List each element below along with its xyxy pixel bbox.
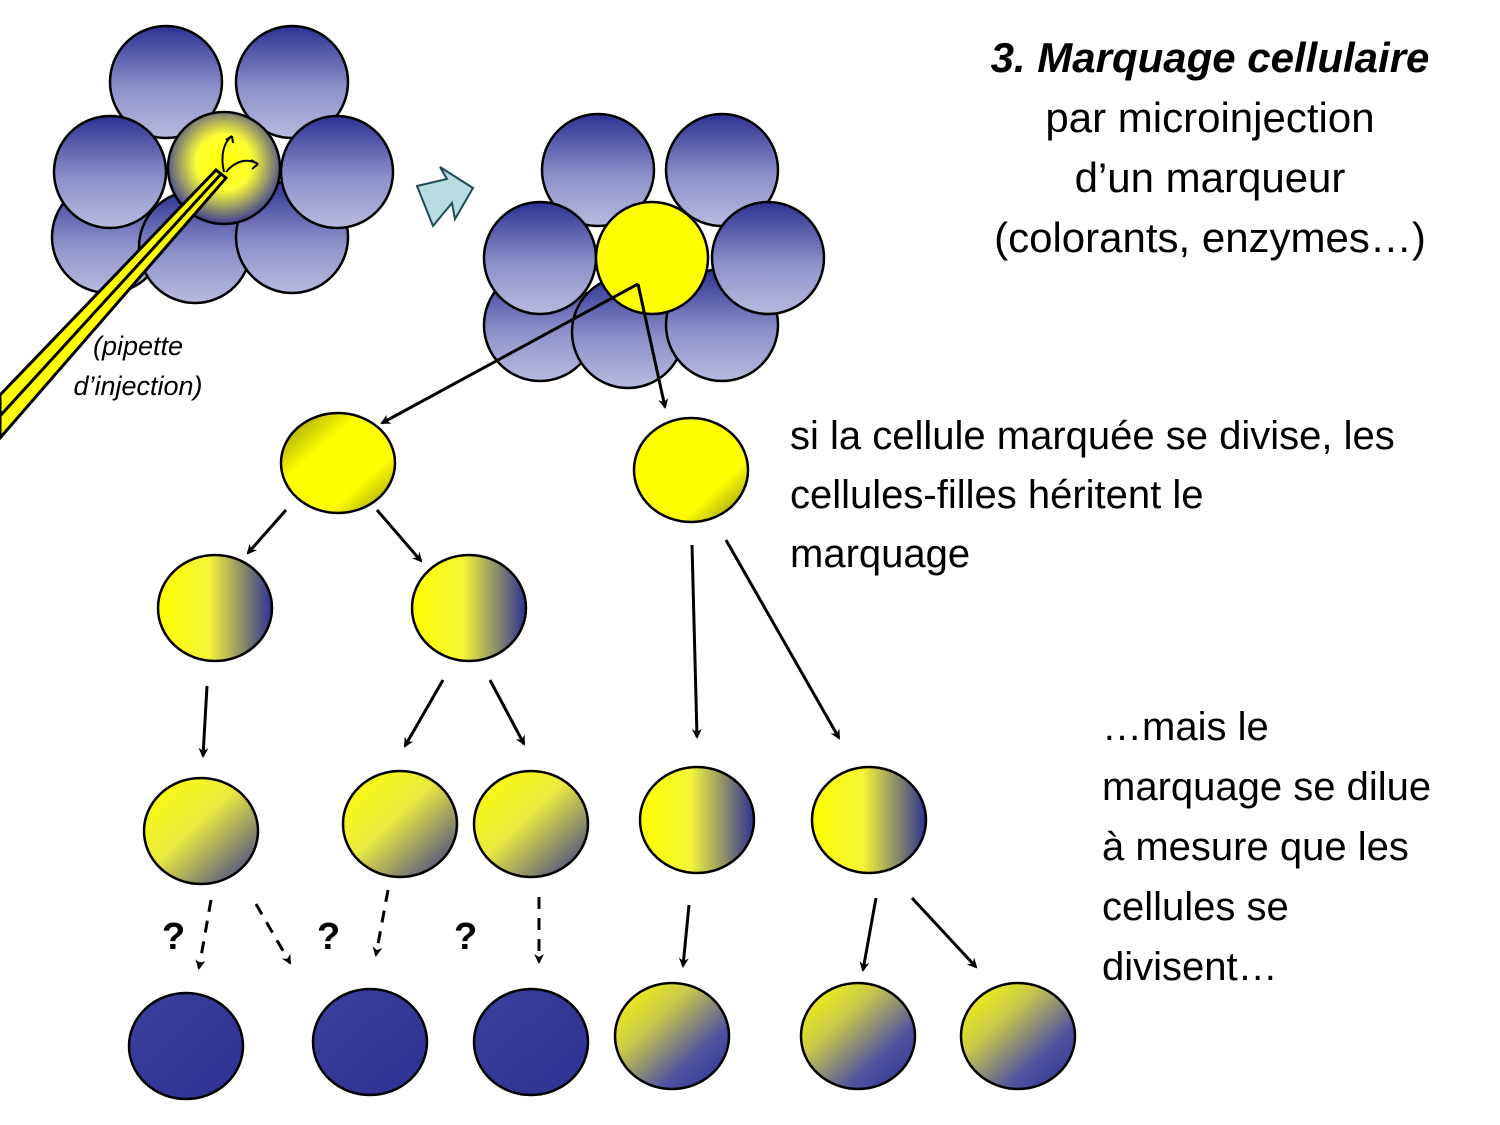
cell-gen3 [341, 769, 459, 879]
generation-1 [279, 411, 750, 524]
question-mark: ? [317, 916, 341, 958]
title-block: 3. Marquage cellulaire par microinjectio… [930, 28, 1490, 268]
injection-marks [221, 135, 259, 173]
blastomere [540, 112, 656, 228]
dilution-note-line: à mesure que les [1102, 825, 1409, 869]
faint-marked-cell [799, 981, 917, 1091]
blastomere [108, 24, 224, 140]
blastomere [52, 114, 168, 230]
marked-blastomere [594, 200, 710, 316]
dilution-note-line: divisent… [1102, 945, 1278, 989]
daughter-cell [279, 411, 397, 515]
title-line: (colorants, enzymes…) [994, 214, 1426, 261]
division-note-line: cellules-filles héritent le [790, 473, 1204, 517]
granddaughter-cell [410, 553, 528, 663]
embryo-cluster-before [50, 24, 395, 305]
embryo-cluster-after [482, 112, 826, 390]
dilution-note: …mais le marquage se dilue à mesure que … [1102, 697, 1492, 997]
blastomere [710, 200, 826, 316]
pipette-label-line: d’injection) [73, 371, 203, 401]
dashed-arrows [195, 889, 544, 970]
generation-2 [156, 553, 528, 663]
cell-gen3 [810, 765, 928, 875]
cell-gen3 [472, 769, 590, 879]
question-mark: ? [454, 916, 478, 958]
injection-pipette [0, 167, 229, 441]
granddaughter-cell [156, 553, 274, 663]
generation-4 [127, 981, 1077, 1101]
transition-arrow [415, 166, 475, 228]
dilution-note-line: …mais le [1102, 705, 1269, 749]
cell-gen3 [638, 765, 756, 875]
blastomere [279, 114, 395, 230]
unmarked-cell [311, 987, 429, 1097]
pipette-label: (pipette d’injection) [48, 326, 228, 406]
unmarked-cell [472, 987, 590, 1097]
cell-gen3 [142, 776, 260, 886]
blastomere [482, 200, 598, 316]
title-line: par microinjection [1045, 94, 1375, 141]
pipette-label-line: (pipette [92, 331, 184, 361]
dilution-note-line: marquage se dilue [1102, 765, 1432, 809]
division-note-line: marquage [790, 532, 971, 576]
slide-title: 3. Marquage cellulaire [990, 34, 1430, 81]
division-note-line: si la cellule marquée se divise, les [790, 414, 1395, 458]
unmarked-cell [127, 991, 245, 1101]
faint-marked-cell [959, 981, 1077, 1091]
division-arrows [198, 282, 978, 972]
generation-3 [142, 765, 928, 886]
faint-marked-cell [613, 981, 731, 1091]
title-line: d’un marqueur [1074, 154, 1346, 201]
dilution-note-line: cellules se [1102, 885, 1289, 929]
question-mark: ? [162, 916, 186, 958]
daughter-cell [632, 416, 750, 524]
division-note: si la cellule marquée se divise, les cel… [790, 407, 1490, 584]
